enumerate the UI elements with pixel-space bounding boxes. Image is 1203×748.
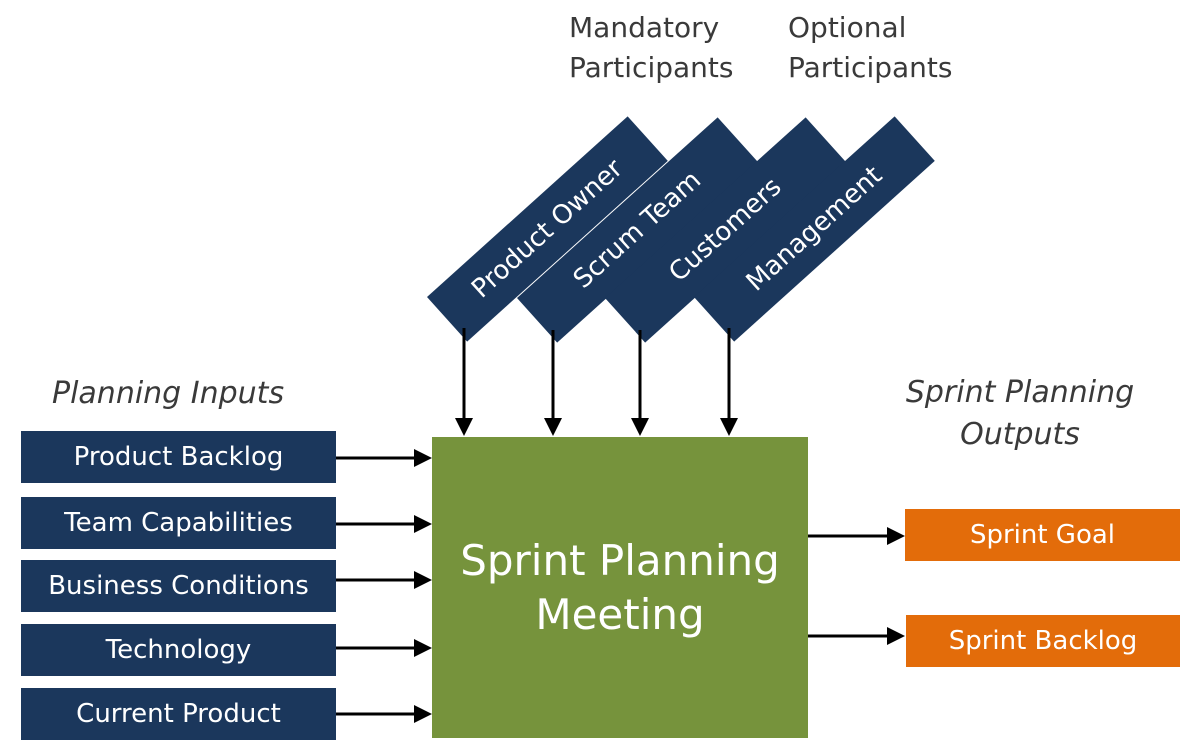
input-label: Team Capabilities [64,508,293,538]
optional-label-line2: Participants [788,51,953,84]
mandatory-label-line2: Participants [569,51,734,84]
outputs-title-line2: Outputs [960,417,1080,452]
optional-participants-label: Optional Participants [788,8,952,88]
sprint-planning-meeting-box: Sprint Planning Meeting [432,437,808,738]
optional-label-line1: Optional [788,11,907,44]
meeting-label: Sprint Planning Meeting [460,534,780,642]
outputs-title-line1: Sprint Planning [905,375,1135,410]
meeting-label-line1: Sprint Planning [460,535,780,585]
mandatory-participants-label: Mandatory Participants [569,8,733,88]
output-label: Sprint Goal [969,520,1116,550]
output-sprint-goal: Sprint Goal [905,509,1180,561]
input-label: Technology [105,635,252,665]
input-product-backlog: Product Backlog [21,431,336,483]
output-sprint-backlog: Sprint Backlog [906,615,1180,667]
input-label: Current Product [76,699,281,729]
mandatory-label-line1: Mandatory [569,11,720,44]
meeting-label-line2: Meeting [535,589,705,639]
input-business-conditions: Business Conditions [21,560,336,612]
input-current-product: Current Product [21,688,336,740]
input-label: Product Backlog [73,442,284,472]
output-label: Sprint Backlog [948,626,1138,656]
planning-inputs-title: Planning Inputs [52,376,285,411]
input-team-capabilities: Team Capabilities [21,497,336,549]
input-technology: Technology [21,624,336,676]
input-label: Business Conditions [48,571,309,601]
outputs-title: Sprint Planning Outputs [880,372,1160,456]
